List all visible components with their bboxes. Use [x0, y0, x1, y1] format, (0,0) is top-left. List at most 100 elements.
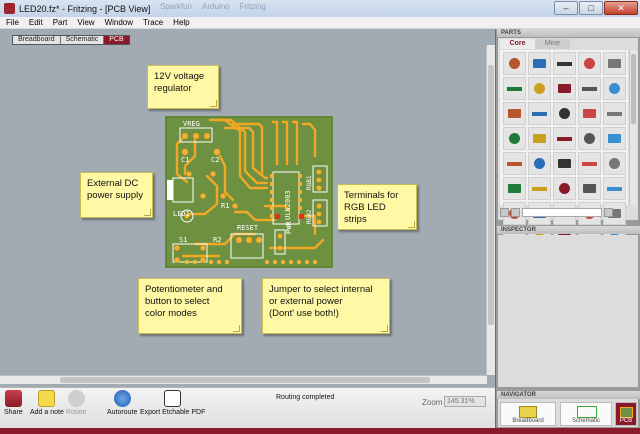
- pad: [213, 148, 221, 156]
- note-rgb-terminals[interactable]: Terminals for RGB LED strips: [337, 184, 417, 230]
- note-jumper[interactable]: Jumper to select internal or external po…: [262, 278, 390, 334]
- seven-segment-icon[interactable]: [528, 177, 551, 200]
- tab-core[interactable]: Core: [500, 39, 535, 49]
- close-button[interactable]: ✕: [604, 1, 638, 15]
- pad: [174, 257, 180, 263]
- horizontal-scrollbar[interactable]: [0, 375, 487, 384]
- potentiometer-icon[interactable]: [503, 77, 526, 100]
- window-controls: – □ ✕: [554, 1, 638, 15]
- battery-icon[interactable]: [578, 77, 601, 100]
- ic-icon[interactable]: [503, 152, 526, 175]
- autoroute-button[interactable]: Autoroute: [107, 388, 137, 416]
- vertical-scroll-thumb[interactable]: [488, 65, 494, 325]
- sensor-icon[interactable]: [603, 127, 626, 150]
- menu-window[interactable]: Window: [104, 18, 134, 27]
- pad: [298, 206, 302, 210]
- export-pdf-button[interactable]: Export Etchable PDF: [140, 388, 205, 416]
- trace: [303, 214, 317, 236]
- crystal-icon[interactable]: [603, 152, 626, 175]
- maximize-button[interactable]: □: [579, 1, 603, 15]
- motor-icon[interactable]: [603, 177, 626, 200]
- resistor-icon[interactable]: [503, 52, 526, 75]
- minimize-button[interactable]: –: [554, 1, 578, 15]
- navigator-schematic[interactable]: Schematic: [560, 402, 612, 426]
- pad: [184, 213, 190, 219]
- arduino-icon[interactable]: [553, 102, 576, 125]
- capacitor-icon[interactable]: [528, 52, 551, 75]
- pad: [312, 259, 318, 265]
- inductor-icon[interactable]: [578, 52, 601, 75]
- note-voltage-regulator[interactable]: 12V voltage regulator: [147, 65, 219, 109]
- label-c1: C1: [181, 156, 189, 164]
- transistor-icon[interactable]: [603, 202, 626, 225]
- note-dc-power[interactable]: External DC power supply: [80, 172, 153, 218]
- electrolytic-capacitor-icon[interactable]: [553, 52, 576, 75]
- pad: [192, 132, 200, 140]
- chip-icon[interactable]: [578, 152, 601, 175]
- usb-icon[interactable]: [578, 102, 601, 125]
- dip-icon[interactable]: [528, 152, 551, 175]
- note-potentiometer[interactable]: Potentiometer and button to select color…: [138, 278, 242, 334]
- parts-scrollbar[interactable]: [629, 50, 637, 205]
- menu-part[interactable]: Part: [52, 18, 68, 27]
- label-uln2003: ULN2003: [284, 190, 292, 220]
- pad: [316, 177, 322, 183]
- pad: [255, 236, 263, 244]
- list-view-icon[interactable]: [511, 208, 520, 217]
- rotate-button[interactable]: Rotate: [66, 388, 87, 416]
- pad: [181, 148, 189, 156]
- tab-breadboard[interactable]: Breadboard: [13, 36, 61, 44]
- wire-icon[interactable]: [603, 52, 626, 75]
- led-icon[interactable]: [528, 77, 551, 100]
- label-r2: R2: [213, 236, 221, 244]
- menu-view[interactable]: View: [77, 18, 95, 27]
- part-glyph: [608, 209, 621, 218]
- piezo-icon[interactable]: [578, 177, 601, 200]
- navigator-breadboard[interactable]: Breadboard: [500, 402, 556, 426]
- pad: [210, 171, 216, 177]
- diode-icon[interactable]: [578, 127, 601, 150]
- connector-icon[interactable]: [503, 177, 526, 200]
- part-glyph: [507, 86, 522, 91]
- export-pdf-icon: [164, 390, 182, 407]
- share-button[interactable]: Share: [4, 388, 23, 416]
- part-glyph: [609, 83, 620, 94]
- menu-file[interactable]: File: [6, 18, 19, 27]
- pushbutton-icon[interactable]: [528, 102, 551, 125]
- photocell-icon[interactable]: [503, 127, 526, 150]
- part-glyph: [607, 111, 622, 116]
- pcb-board[interactable]: VREG C1 C2 R1 LED1 S1 R2 RESET PWR ULN20…: [165, 116, 333, 268]
- part-glyph: [583, 109, 596, 118]
- view-tabs: Breadboard Schematic PCB: [12, 35, 130, 45]
- lcd-icon[interactable]: [553, 127, 576, 150]
- coil-icon[interactable]: [603, 77, 626, 100]
- speaker-icon[interactable]: [553, 177, 576, 200]
- breadboard-icon[interactable]: [553, 152, 576, 175]
- parts-search-input[interactable]: [522, 208, 602, 217]
- search-icon[interactable]: [604, 208, 613, 217]
- trace: [187, 174, 219, 216]
- menu-edit[interactable]: Edit: [28, 18, 43, 27]
- navigator-pcb[interactable]: PCB: [615, 402, 637, 426]
- add-note-button[interactable]: Add a note: [30, 388, 64, 416]
- button-icon[interactable]: [503, 102, 526, 125]
- menu-help[interactable]: Help: [173, 18, 190, 27]
- part-glyph: [559, 108, 570, 119]
- parts-scroll-thumb[interactable]: [631, 54, 636, 124]
- tab-schematic[interactable]: Schematic: [60, 36, 105, 44]
- grid-view-icon[interactable]: [500, 208, 509, 217]
- part-glyph: [534, 83, 545, 94]
- export-pdf-label: Export Etchable PDF: [140, 409, 206, 416]
- pad: [270, 198, 274, 202]
- tab-mine[interactable]: Mine: [535, 39, 570, 49]
- tab-pcb[interactable]: PCB: [104, 36, 129, 44]
- display-icon[interactable]: [528, 127, 551, 150]
- vertical-scrollbar[interactable]: [486, 45, 495, 375]
- mic-icon[interactable]: [603, 102, 626, 125]
- rgb-led-icon[interactable]: [553, 77, 576, 100]
- menu-trace[interactable]: Trace: [143, 18, 164, 27]
- pad: [216, 259, 222, 265]
- via-marker: [299, 214, 304, 219]
- horizontal-scroll-thumb[interactable]: [60, 377, 430, 383]
- zoom-field[interactable]: 145.31%: [444, 396, 486, 407]
